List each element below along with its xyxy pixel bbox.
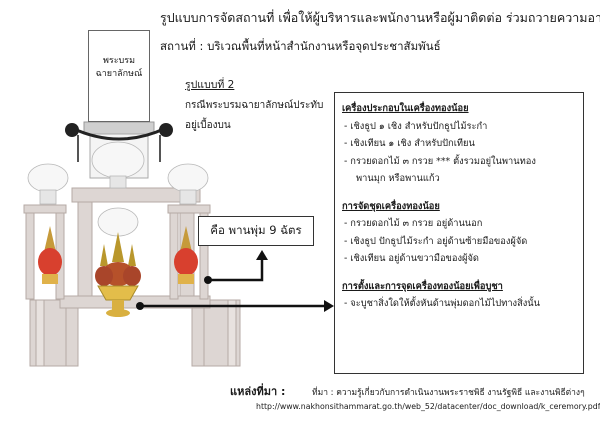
source-label: แหล่งที่มา :	[230, 385, 286, 398]
style-label: รูปแบบที่ 2	[185, 79, 235, 91]
royal-portrait-frame: พระบรม ฉายาลักษณ์	[88, 30, 150, 122]
list-item: - เชิงเทียน อยู่ด้านขวามือของผู้จัด	[344, 253, 479, 264]
source-text: ที่มา : ความรู้เกี่ยวกับการดำเนินงานพระร…	[312, 388, 585, 398]
callout-text: คือ พานพุ่ม 9 ฉัตร	[210, 223, 302, 237]
style-description: กรณีพระบรมฉายาลักษณ์ประทับอยู่เบื้องบน	[185, 100, 324, 131]
source-url[interactable]: http://www.nakhonsithammarat.go.th/web_5…	[256, 402, 600, 411]
list-item: - กรวยดอกไม้ ๓ กรวย อยู่ด้านนอก	[344, 218, 483, 229]
portrait-label-line1: พระบรม	[102, 56, 136, 66]
portrait-label-line2: ฉายาลักษณ์	[95, 69, 143, 79]
list-item: - จะบูชาสิ่งใดให้ตั้งหันด้านพุ่มดอกไม้ไป…	[344, 298, 541, 309]
flower-bouquets	[27, 141, 209, 237]
list-item: - เชิงธูป ๑ เชิง สำหรับปักธูปไม้ระกำ	[344, 120, 488, 132]
list-item: - กรวยดอกไม้ ๓ กรวย *** ตั้งรวมอยู่ในพาน…	[344, 155, 536, 167]
info-box: เครื่องประกอบในเครื่องทองน้อย - เชิงธูป …	[334, 92, 584, 374]
section-title: เครื่องประกอบในเครื่องทองน้อย	[342, 103, 469, 114]
page-title: รูปแบบการจัดสถานที่ เพื่อให้ผู้บริหารและ…	[160, 10, 600, 25]
section-gold-set: เครื่องประกอบในเครื่องทองน้อย - เชิงธูป …	[342, 100, 576, 188]
section-title: การตั้งและการจุดเครื่องทองน้อยเพื่อบูชา	[342, 280, 503, 292]
phan-phum-centerpiece	[95, 232, 141, 317]
location-text: สถานที่ : บริเวณพื้นที่หน้าสำนักงานหรือจ…	[160, 39, 441, 53]
list-item: - เชิงธูป ปักธูปไม้ระกำ อยู่ด้านซ้ายมือข…	[344, 235, 528, 247]
list-item-continuation: พานมุก หรือพานแก้ว	[356, 173, 440, 184]
section-worship: การตั้งและการจุดเครื่องทองน้อยเพื่อบูชา …	[342, 278, 576, 313]
list-item: - เชิงเทียน ๑ เชิง สำหรับปักเทียน	[344, 138, 475, 149]
phan-phum-callout: คือ พานพุ่ม 9 ฉัตร	[198, 216, 314, 246]
side-ornaments	[38, 226, 198, 284]
section-title: การจัดชุดเครื่องทองน้อย	[342, 200, 440, 212]
section-arrangement: การจัดชุดเครื่องทองน้อย - กรวยดอกไม้ ๓ ก…	[342, 198, 576, 268]
arrow-connectors	[136, 250, 334, 312]
